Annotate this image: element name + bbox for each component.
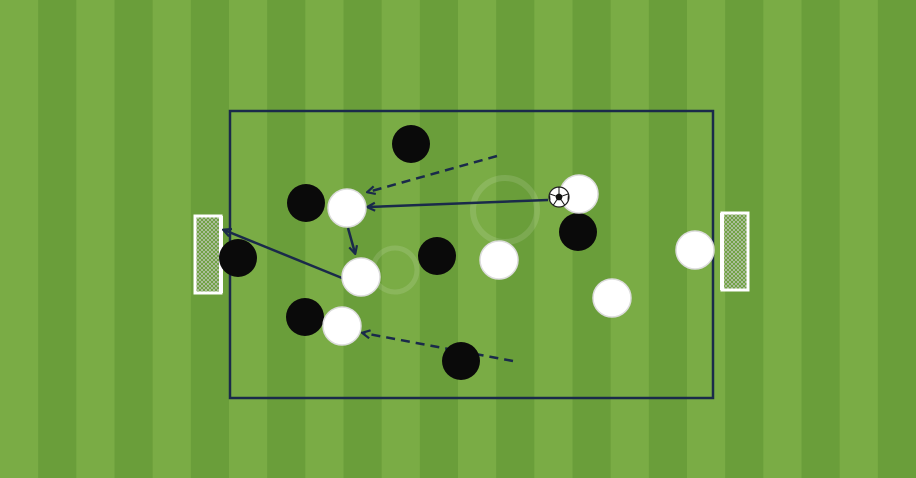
grass-stripe (38, 0, 77, 478)
grass-stripe (114, 0, 154, 478)
grass-stripe (610, 0, 650, 478)
player-black (418, 237, 456, 275)
player-white (479, 240, 519, 280)
player-white (341, 257, 381, 297)
player-black (392, 125, 430, 163)
grass-stripe (343, 0, 383, 478)
right-goal (720, 211, 750, 292)
player-white (675, 230, 715, 270)
players-layer (219, 125, 715, 380)
grass-stripe (763, 0, 802, 478)
left-goal (193, 214, 223, 295)
pass-arrow-short (346, 227, 355, 253)
player-black (442, 342, 480, 380)
grass-stripe (267, 0, 306, 478)
grass-stripe (801, 0, 841, 478)
run-arrow-top (368, 154, 498, 192)
grass-stripe (0, 0, 39, 478)
movement-lines (224, 154, 549, 363)
run-arrow-bottom (363, 333, 514, 363)
grass-stripe (877, 0, 916, 478)
grass-stripe (76, 0, 115, 478)
player-black (286, 298, 324, 336)
player-black (219, 239, 257, 277)
player-white (322, 306, 362, 346)
shot-arrow (224, 230, 343, 280)
player-white (327, 188, 367, 228)
player-white (592, 278, 632, 318)
grass-stripe (381, 0, 421, 478)
soccer-ball-icon (548, 186, 570, 208)
grass-stripe (839, 0, 879, 478)
pass-arrow-long (368, 198, 549, 207)
grass-stripe (152, 0, 192, 478)
player-black (559, 213, 597, 251)
player-black (287, 184, 325, 222)
grass-stripe (305, 0, 344, 478)
